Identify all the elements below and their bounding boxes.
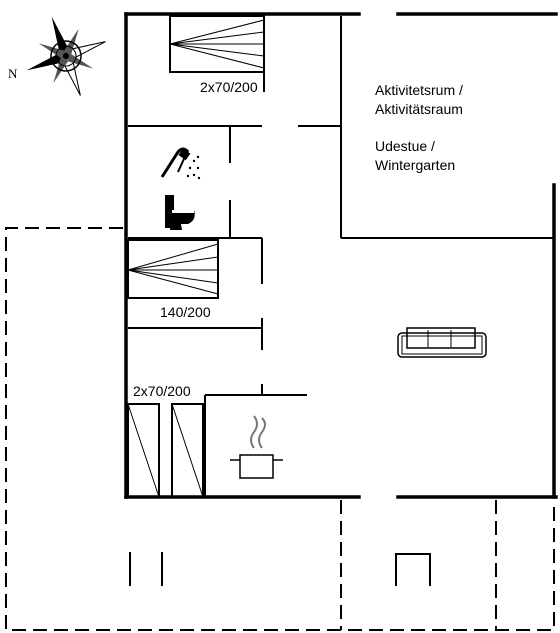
activity-room-line1: Aktivitetsrum / (375, 82, 463, 98)
activity-room-line2: Aktivitätsraum (375, 101, 463, 117)
bed-top: 2x70/200 (169, 15, 265, 95)
sofa-icon (397, 327, 487, 358)
room-labels: Aktivitetsrum / Aktivitätsraum Udestue /… (375, 82, 463, 173)
compass-north-label: N (8, 66, 18, 81)
inner-walls (128, 16, 554, 497)
bed-bottom-label: 2x70/200 (133, 383, 191, 399)
toilet-icon (165, 195, 195, 230)
bed-middle-label: 140/200 (160, 304, 211, 320)
cooking-pot-icon (230, 415, 283, 479)
shower-icon (160, 147, 201, 180)
bed-bottom: 2x70/200 (127, 383, 204, 498)
compass-rose-icon: N (8, 16, 106, 96)
bed-top-label: 2x70/200 (200, 79, 258, 95)
sunroom-line1: Udestue / (375, 138, 435, 154)
bed-middle: 140/200 (127, 239, 219, 320)
terrace-features (129, 552, 431, 586)
terrace-outline (5, 227, 555, 631)
sunroom-line2: Wintergarten (375, 157, 455, 173)
